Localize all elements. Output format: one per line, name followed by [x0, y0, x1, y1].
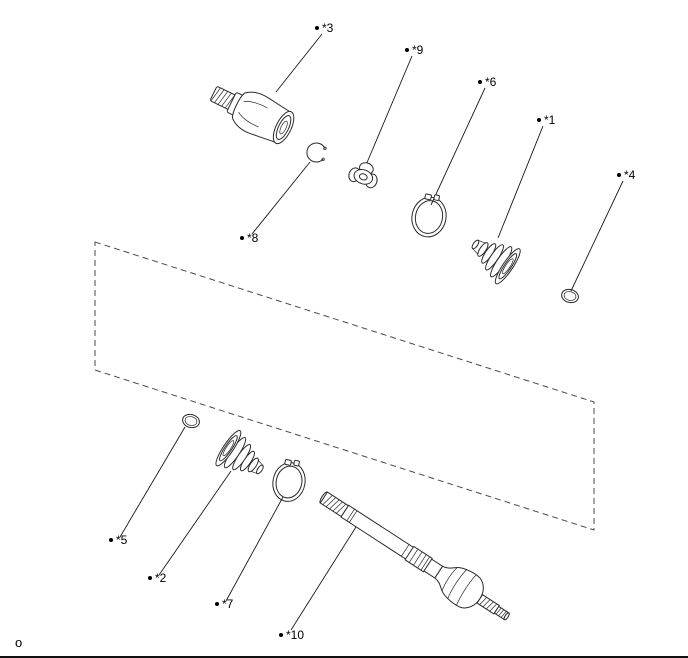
callout-label: *1 [544, 113, 556, 127]
callout-7: *7 [215, 598, 233, 610]
callout-3: *3 [315, 22, 333, 34]
leader-line [365, 55, 413, 166]
callout-label: *8 [247, 231, 259, 245]
callout-label: *7 [222, 597, 234, 611]
callout-bullet-icon [279, 633, 283, 637]
callout-label: *4 [624, 168, 636, 182]
callout-label: *2 [155, 571, 167, 585]
callout-10: *10 [279, 629, 304, 641]
leader-line [570, 180, 624, 292]
callout-bullet-icon [617, 173, 621, 177]
callout-6: *6 [478, 76, 496, 88]
callout-label: *5 [116, 533, 128, 547]
callout-bullet-icon [478, 80, 482, 84]
part-inner-joint-assembly [210, 86, 295, 145]
leader-lines [119, 33, 624, 631]
callout-9: *9 [405, 44, 423, 56]
leader-line [497, 125, 544, 239]
callout-label: *3 [322, 21, 334, 35]
callout-bullet-icon [405, 48, 409, 52]
leader-line [290, 518, 362, 631]
callout-8: *8 [240, 232, 258, 244]
leader-line [158, 470, 232, 576]
assembly-boundary [94, 241, 595, 531]
leader-line [119, 426, 186, 538]
callout-5: *5 [109, 534, 127, 546]
leader-line [275, 33, 323, 93]
callout-1: *1 [537, 114, 555, 126]
callout-bullet-icon [109, 538, 113, 542]
part-tripod-spider [348, 162, 378, 189]
part-boot-clamp [411, 193, 447, 238]
leader-line [225, 496, 284, 602]
leader-line [430, 87, 486, 206]
callout-label: *9 [412, 43, 424, 57]
part-snap-ring [306, 142, 327, 163]
part-inner-boot [471, 239, 521, 285]
callout-2: *2 [148, 572, 166, 584]
callout-4: *4 [617, 169, 635, 181]
leader-line [251, 161, 311, 235]
part-boot-clamp-2 [272, 458, 306, 502]
part-drive-shaft [319, 491, 510, 621]
callout-label: *10 [286, 628, 305, 642]
callout-bullet-icon [315, 26, 319, 30]
callout-bullet-icon [148, 576, 152, 580]
part-outer-boot [215, 430, 264, 475]
callout-bullet-icon [240, 236, 244, 240]
part-clamp-ring [561, 288, 579, 304]
part-clamp-ring-2 [182, 413, 200, 429]
callout-bullet-icon [215, 602, 219, 606]
callout-bullet-icon [537, 118, 541, 122]
callout-label: *6 [485, 75, 497, 89]
footer-mark: o [15, 635, 23, 650]
